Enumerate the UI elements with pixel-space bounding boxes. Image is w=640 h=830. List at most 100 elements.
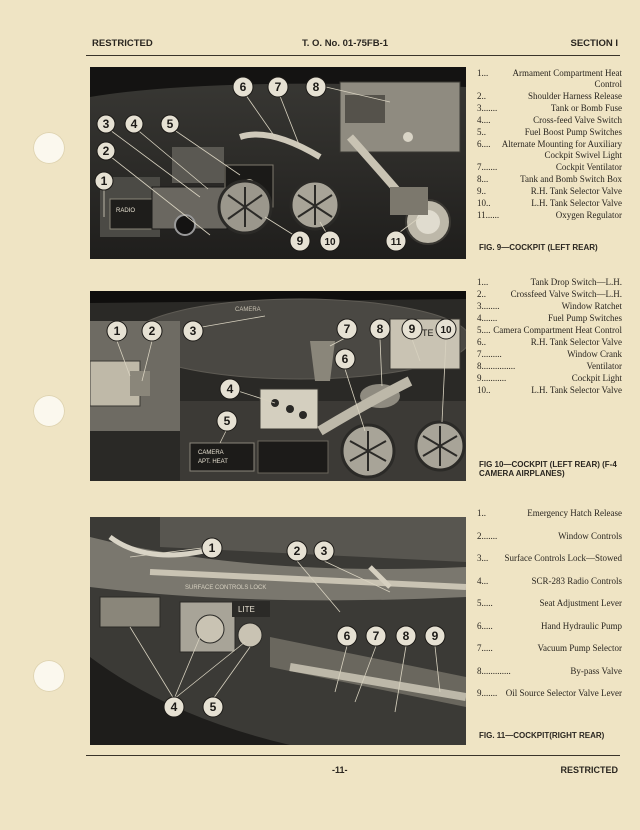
fig11-callout-3: 3 [313,540,391,593]
legend-item: 9.......Oil Source Selector Valve Lever [477,688,622,698]
fig11-caption: FIG. 11—COCKPIT(RIGHT REAR) [479,731,605,740]
legend-item: 2..Crossfeed Valve Switch—L.H. [477,289,622,299]
svg-text:7: 7 [373,629,380,643]
svg-text:4: 4 [171,700,178,714]
svg-text:7: 7 [344,322,351,336]
svg-text:2: 2 [103,144,110,158]
fig11-callout-9: 9 [424,625,446,693]
fig9-callout-11: 11 [385,216,421,252]
page-number: -11- [332,765,348,775]
svg-text:4: 4 [131,117,138,131]
legend-item: 6....Alternate Mounting for Auxiliary Co… [477,139,622,160]
fig10-callout-7: 7 [329,318,358,347]
svg-text:3: 3 [190,324,197,338]
legend-item: 10..L.H. Tank Selector Valve [477,198,622,208]
fig9-callout-7: 7 [267,76,301,148]
fig10-placard-text-2: APT. HEAT [198,459,228,465]
svg-text:8: 8 [313,80,320,94]
fig11-photo: SURFACE CONTROLS LOCK LITE 1 2 3 4 5 6 7… [90,517,466,745]
fig9-caption: FIG. 9—COCKPIT (LEFT REAR) [479,243,598,252]
fig11-callout-8: 8 [394,625,417,713]
fig10-window-text: CAMERA [235,307,261,313]
legend-item: 5..Fuel Boost Pump Switches [477,127,622,137]
fig10-callout-8: 8 [369,318,391,387]
svg-text:1: 1 [209,541,216,555]
page-footer: -11- RESTRICTED [92,761,618,775]
header-section: SECTION I [570,38,618,49]
svg-text:9: 9 [409,322,416,336]
legend-item: 10..L.H. Tank Selector Valve [477,385,622,395]
legend-item: 6..R.H. Tank Selector Valve [477,337,622,347]
legend-item: 3...Surface Controls Lock—Stowed [477,553,622,563]
svg-text:10: 10 [324,237,336,248]
svg-text:9: 9 [297,234,304,248]
legend-item: 6.....Hand Hydraulic Pump [477,620,622,631]
legend-item: 2.......Window Controls [477,530,622,541]
footer-classification: RESTRICTED [560,765,618,775]
fig10-photo: CAMERA APT. HEAT TE CAMERA 1 2 3 4 5 6 7… [90,291,466,481]
fig10-callout-9: 9 [401,318,423,362]
fig11-lite-label: LITE [238,605,255,614]
fig9-callout-8: 8 [305,76,391,103]
legend-item: 7.....Vacuum Pump Selector [477,643,622,653]
legend-item: 4.......Fuel Pump Switches [477,313,622,323]
svg-text:2: 2 [294,544,301,558]
fig11-lock-text: SURFACE CONTROLS LOCK [185,585,266,591]
legend-item: 5....Camera Compartment Heat Control [477,325,622,335]
fig9-legend: 1...Armament Compartment Heat Control 2.… [477,68,622,222]
punch-hole [33,395,65,427]
legend-item: 9...........Cockpit Light [477,373,622,383]
svg-text:6: 6 [344,629,351,643]
header-doc-number: T. O. No. 01-75FB-1 [302,38,389,49]
legend-item: 2..Shoulder Harness Release [477,91,622,101]
fig9-callout-10: 10 [319,221,341,252]
fig9-callout-3: 3 [96,114,201,198]
svg-text:3: 3 [103,117,110,131]
legend-item: 7.........Window Crank [477,349,622,359]
legend-item: 8...Tank and Bomb Switch Box [477,174,622,184]
svg-text:11: 11 [391,237,402,248]
svg-text:2: 2 [149,324,156,338]
fig10-callout-10: 10 [435,318,457,423]
svg-text:5: 5 [210,700,217,714]
svg-text:8: 8 [377,322,384,336]
fig10-placard-text-1: CAMERA [198,450,224,456]
punch-hole [33,132,65,164]
legend-item: 3........Window Ratchet [477,301,622,311]
svg-text:1: 1 [114,324,121,338]
legend-item: 1...Tank Drop Switch—L.H. [477,277,622,287]
legend-item: 1...Armament Compartment Heat Control [477,68,622,89]
svg-text:6: 6 [240,80,247,94]
legend-item: 4...SCR-283 Radio Controls [477,575,622,586]
fig9-callout-1: 1 [94,171,114,217]
fig10-callout-1: 1 [106,320,131,377]
svg-text:8: 8 [403,629,410,643]
fig9-photo: RADIO 1 2 3 4 5 6 7 8 [90,67,466,259]
svg-text:6: 6 [342,352,349,366]
fig9-callout-6: 6 [232,76,276,138]
legend-item: 4....Cross-feed Valve Switch [477,115,622,125]
fig9-placard-text: RADIO [116,208,135,214]
page-header: RESTRICTED T. O. No. 01-75FB-1 SECTION I [92,38,618,54]
fig11-callout-5: 5 [202,646,251,718]
fig10-callout-3: 3 [182,315,266,342]
fig9-callout-4: 4 [124,114,209,190]
fig10-callout-6: 6 [334,348,366,432]
fig11-callout-4: 4 [129,626,246,718]
fig11-legend: 1..Emergency Hatch Release 2.......Windo… [477,508,622,701]
svg-text:5: 5 [224,414,231,428]
svg-text:10: 10 [440,325,452,336]
fig10-te-label: TE [422,328,434,338]
legend-item: 8.............By-pass Valve [477,665,622,676]
fig10-caption: FIG 10—COCKPIT (LEFT REAR) (F-4 CAMERA A… [479,460,617,478]
svg-text:9: 9 [432,629,439,643]
svg-text:7: 7 [275,80,282,94]
fig9-callout-5: 5 [160,114,241,176]
svg-text:1: 1 [101,174,108,188]
legend-item: 9..R.H. Tank Selector Valve [477,186,622,196]
fig10-legend: 1...Tank Drop Switch—L.H. 2..Crossfeed V… [477,277,622,397]
footer-rule [86,755,620,756]
legend-item: 5.....Seat Adjustment Lever [477,598,622,608]
legend-item: 11......Oxygen Regulator [477,210,622,220]
